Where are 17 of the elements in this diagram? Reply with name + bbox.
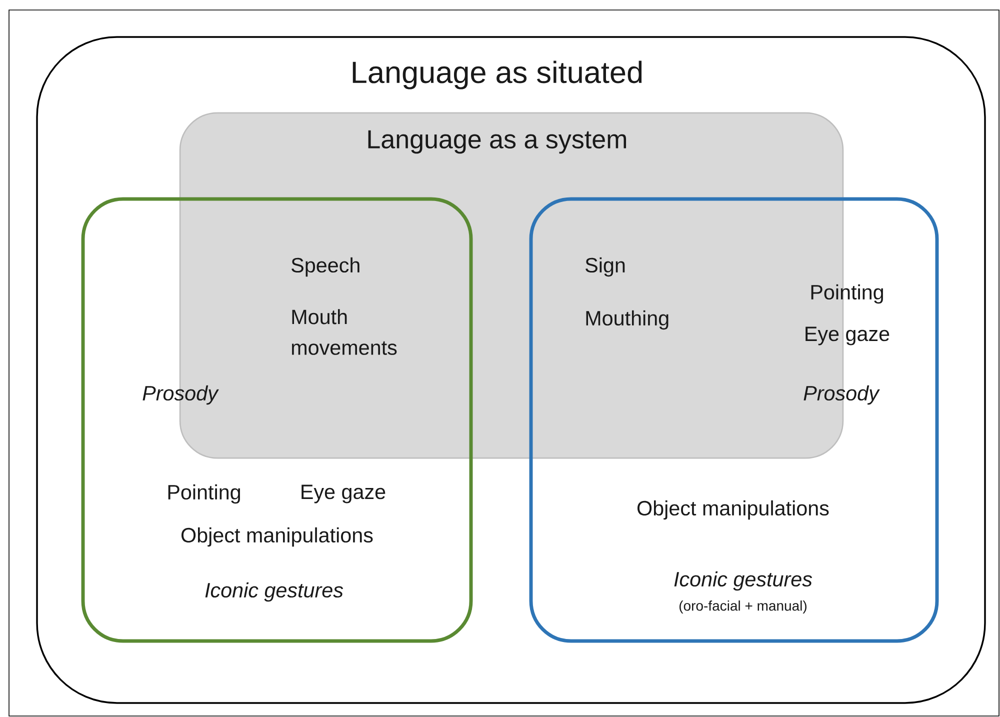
label-text: Pointing — [168, 484, 240, 504]
label-text: Mouthing — [586, 310, 668, 330]
label-text: (oro-facial + manual) — [679, 600, 806, 614]
label-text: Object manipulations — [638, 500, 829, 520]
label-text: Prosody — [804, 385, 880, 405]
spoken-modality-box — [81, 197, 473, 643]
signed-modality-box — [529, 197, 939, 643]
label-text: Pointing — [811, 284, 883, 304]
label-text: Speech — [292, 257, 360, 277]
label-text: Sign — [586, 257, 625, 277]
label-text: Mouth movements — [292, 309, 397, 355]
label-text: Eye gaze — [806, 326, 890, 346]
label-text: Iconic gestures — [674, 571, 812, 591]
label-text: Prosody — [142, 385, 219, 405]
label-text: Eye gaze — [302, 484, 386, 504]
label-text: Object manipulations — [182, 527, 373, 547]
label-text: Iconic gestures — [205, 582, 344, 602]
